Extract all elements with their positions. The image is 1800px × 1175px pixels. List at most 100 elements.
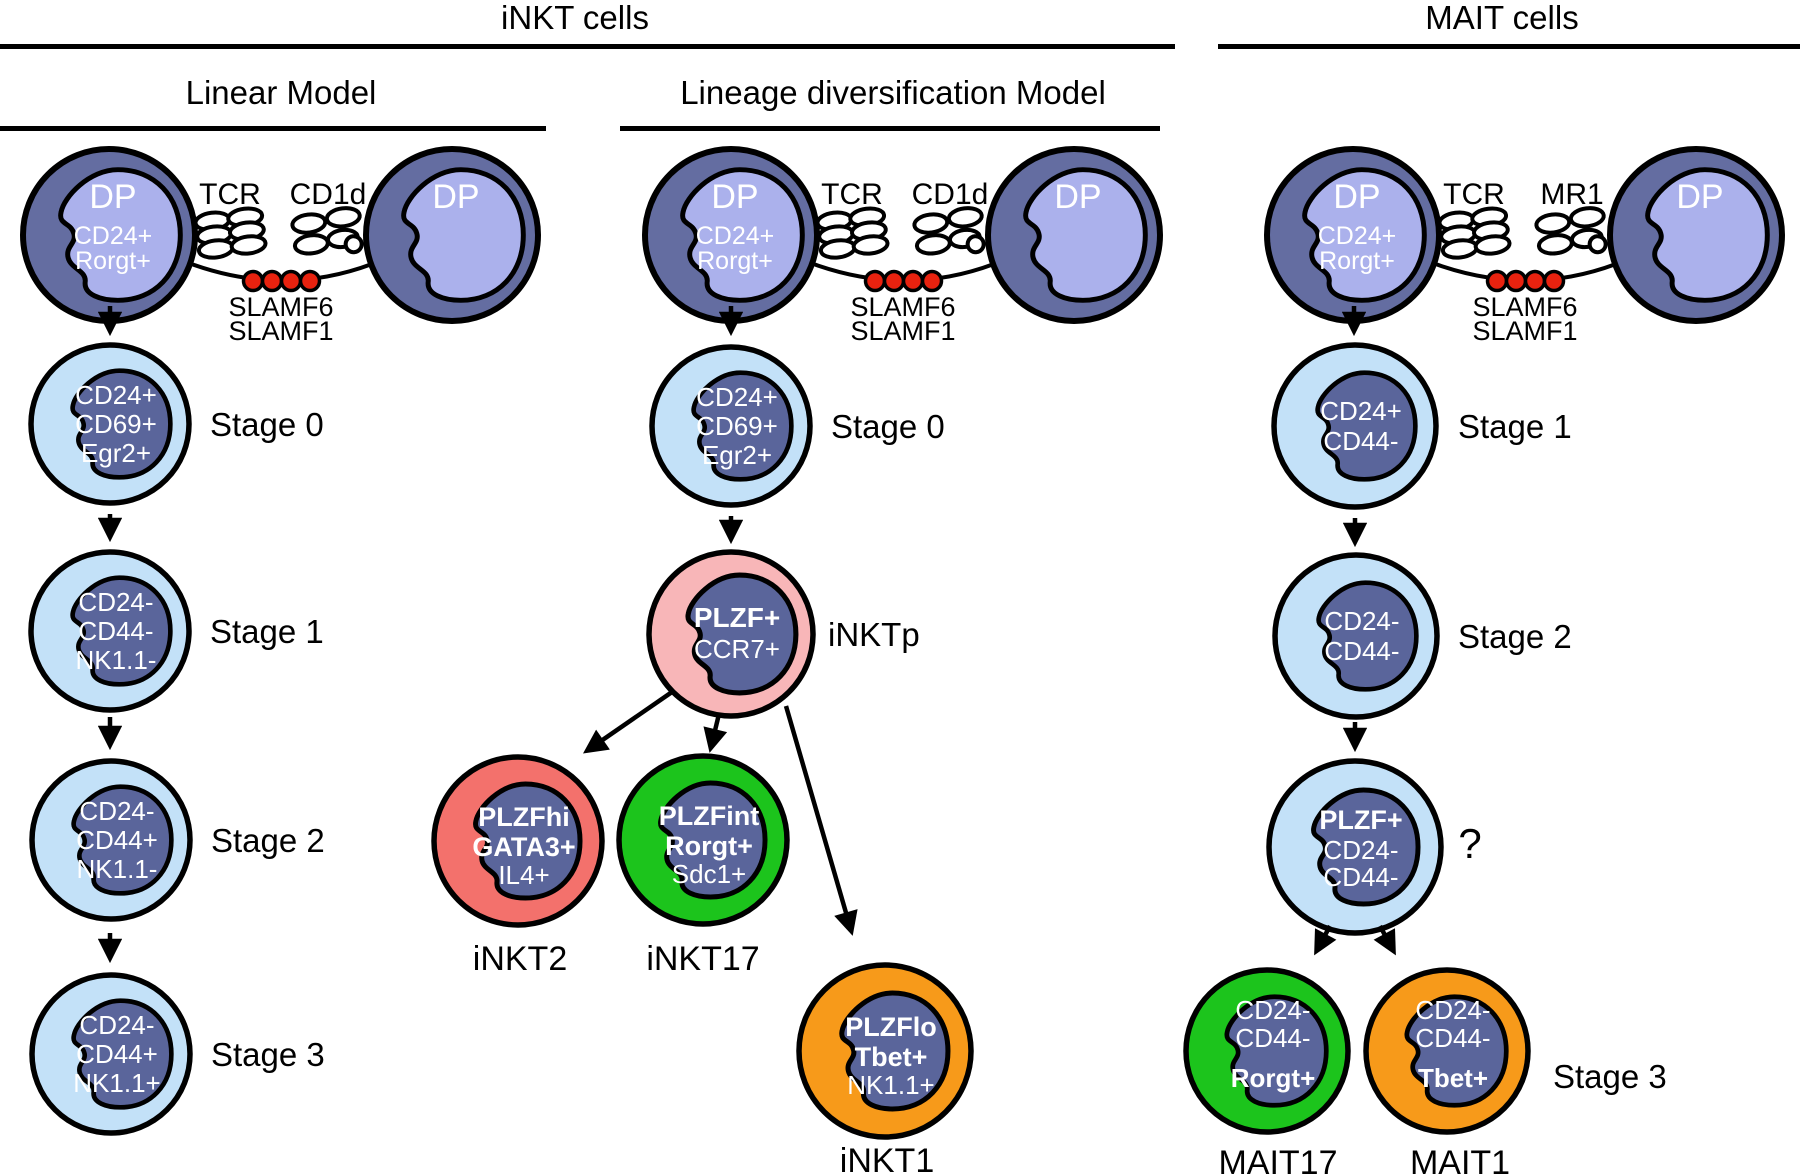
inkt1-cell: PLZFlo Tbet+ NK1.1+ xyxy=(796,962,974,1140)
marker: CD69+ xyxy=(75,409,157,439)
slamf1-label: SLAMF1 xyxy=(1472,316,1577,346)
tcr-receptor-icon xyxy=(1436,204,1513,262)
marker: PLZFint xyxy=(659,801,759,831)
stage0-label: Stage 0 xyxy=(831,408,945,445)
slamf1-label: SLAMF1 xyxy=(850,316,955,346)
tcr-receptor-icon xyxy=(814,204,891,262)
dp-label: DP xyxy=(1054,178,1101,216)
marker: CD44- xyxy=(1324,636,1399,666)
slamf6-label: SLAMF6 xyxy=(1472,292,1577,322)
slamf6-label: SLAMF6 xyxy=(850,292,955,322)
marker: CD24- xyxy=(1323,835,1398,865)
marker: Egr2+ xyxy=(81,438,151,468)
diversification-column: DP CD24+ Rorgt+ TCR CD1d SLAMF6 SLAMF1 D… xyxy=(431,146,1163,1175)
diversification-model-rule xyxy=(620,126,1160,131)
stage2-cell: CD24- CD44- xyxy=(1272,552,1440,720)
marker: CD24- xyxy=(1324,606,1399,636)
stage0-label: Stage 0 xyxy=(210,406,324,443)
marker: CD44- xyxy=(1415,1023,1490,1053)
marker: Tbet+ xyxy=(855,1042,928,1072)
dp-marker: Rorgt+ xyxy=(75,247,151,275)
section-headers: iNKT cells MAIT cells Linear Model Linea… xyxy=(0,0,1800,131)
dp-cell-right: DP xyxy=(985,146,1163,324)
tcr-label: TCR xyxy=(199,178,261,211)
diversification-model-title: Lineage diversification Model xyxy=(680,74,1106,111)
linear-model-rule xyxy=(0,126,546,131)
marker: CD69+ xyxy=(696,411,778,441)
cd1d-label: CD1d xyxy=(912,178,989,211)
arrow-plzf-to-mait17 xyxy=(1314,924,1337,956)
marker: NK1.1+ xyxy=(73,1068,160,1098)
dp-marker: CD24+ xyxy=(74,222,153,250)
slamf1-label: SLAMF1 xyxy=(228,316,333,346)
stage0-cell: CD24+ CD69+ Egr2+ xyxy=(28,342,192,506)
marker: CD44- xyxy=(1235,1023,1310,1053)
stage0-cell: CD24+ CD69+ Egr2+ xyxy=(649,344,813,508)
stage1-label: Stage 1 xyxy=(1458,408,1572,445)
marker: PLZFlo xyxy=(845,1012,936,1042)
question-mark-label: ? xyxy=(1458,820,1481,867)
inkt-cells-title: iNKT cells xyxy=(501,0,649,36)
marker: CD24- xyxy=(1235,995,1310,1025)
marker: CD44+ xyxy=(76,825,158,855)
marker: CD44+ xyxy=(76,1039,158,1069)
arrow-plzf-to-mait1 xyxy=(1373,924,1396,956)
cd1d-label: CD1d xyxy=(290,178,367,211)
marker: CD44- xyxy=(78,616,153,646)
mait-cells-title: MAIT cells xyxy=(1425,0,1578,36)
dp-label: DP xyxy=(1333,178,1380,216)
inkt1-label: iNKT1 xyxy=(840,1142,934,1175)
marker: CD24+ xyxy=(1320,396,1402,426)
dp-cell-right: DP xyxy=(363,146,541,324)
marker: PLZF+ xyxy=(1319,805,1402,835)
dp-marker: Rorgt+ xyxy=(1319,247,1395,275)
marker: Rorgt+ xyxy=(1231,1063,1316,1093)
marker: Rorgt+ xyxy=(665,831,753,861)
inkt-header-rule xyxy=(0,44,1175,49)
linear-model-column: DP CD24+ Rorgt+ TCR CD1d SLAMF6 SLAMF1 D… xyxy=(20,146,541,1136)
dp-marker: Rorgt+ xyxy=(697,247,773,275)
marker: Sdc1+ xyxy=(672,859,746,889)
dp-label: DP xyxy=(711,178,758,216)
stage1-label: Stage 1 xyxy=(210,613,324,650)
dp-label: DP xyxy=(1676,178,1723,216)
arrow-inktp-to-inkt1 xyxy=(783,705,858,936)
slamf-dots-icon xyxy=(863,269,944,293)
stage2-label: Stage 2 xyxy=(211,822,325,859)
stage3-label: Stage 3 xyxy=(211,1036,325,1073)
tcr-label: TCR xyxy=(1443,178,1505,211)
slamf-dots-icon xyxy=(241,269,322,293)
mait-header-rule xyxy=(1218,44,1800,49)
mait-column: DP CD24+ Rorgt+ TCR MR1 SLAMF6 SLAMF1 DP… xyxy=(1183,146,1785,1175)
mait1-cell: CD24- CD44- Tbet+ xyxy=(1363,967,1531,1135)
mr1-label: MR1 xyxy=(1540,178,1603,211)
marker: CD44- xyxy=(1323,862,1398,892)
stage1-cell: CD24- CD44- NK1.1- xyxy=(28,549,192,713)
marker: NK1.1- xyxy=(76,645,157,675)
mait1-label: MAIT1 xyxy=(1410,1144,1510,1175)
dp-marker: CD24+ xyxy=(696,222,775,250)
linear-model-title: Linear Model xyxy=(186,74,377,111)
marker: CCR7+ xyxy=(694,634,780,664)
inkt2-label: iNKT2 xyxy=(473,940,567,978)
inktp-label: iNKTp xyxy=(828,616,920,653)
stage2-label: Stage 2 xyxy=(1458,618,1572,655)
marker: CD24- xyxy=(78,587,153,617)
marker: CD44- xyxy=(1323,426,1398,456)
marker: CD24- xyxy=(1415,995,1490,1025)
dp-cell-left: DP CD24+ Rorgt+ xyxy=(20,146,198,324)
tcr-label: TCR xyxy=(821,178,883,211)
cd1d-receptor-icon xyxy=(289,204,367,262)
marker: Tbet+ xyxy=(1418,1063,1488,1093)
dp-cell-right: DP xyxy=(1607,146,1785,324)
dp-cell-left: DP CD24+ Rorgt+ xyxy=(642,146,820,324)
dp-cell-left: DP CD24+ Rorgt+ xyxy=(1264,146,1442,324)
dp-label: DP xyxy=(432,178,479,216)
dp-marker: CD24+ xyxy=(1318,222,1397,250)
mait17-cell: CD24- CD44- Rorgt+ xyxy=(1183,967,1351,1135)
mr1-receptor-icon xyxy=(1533,204,1611,262)
inktp-cell: PLZF+ CCR7+ xyxy=(646,549,816,719)
marker: CD24+ xyxy=(696,382,778,412)
stage1-cell: CD24+ CD44- xyxy=(1271,342,1439,510)
